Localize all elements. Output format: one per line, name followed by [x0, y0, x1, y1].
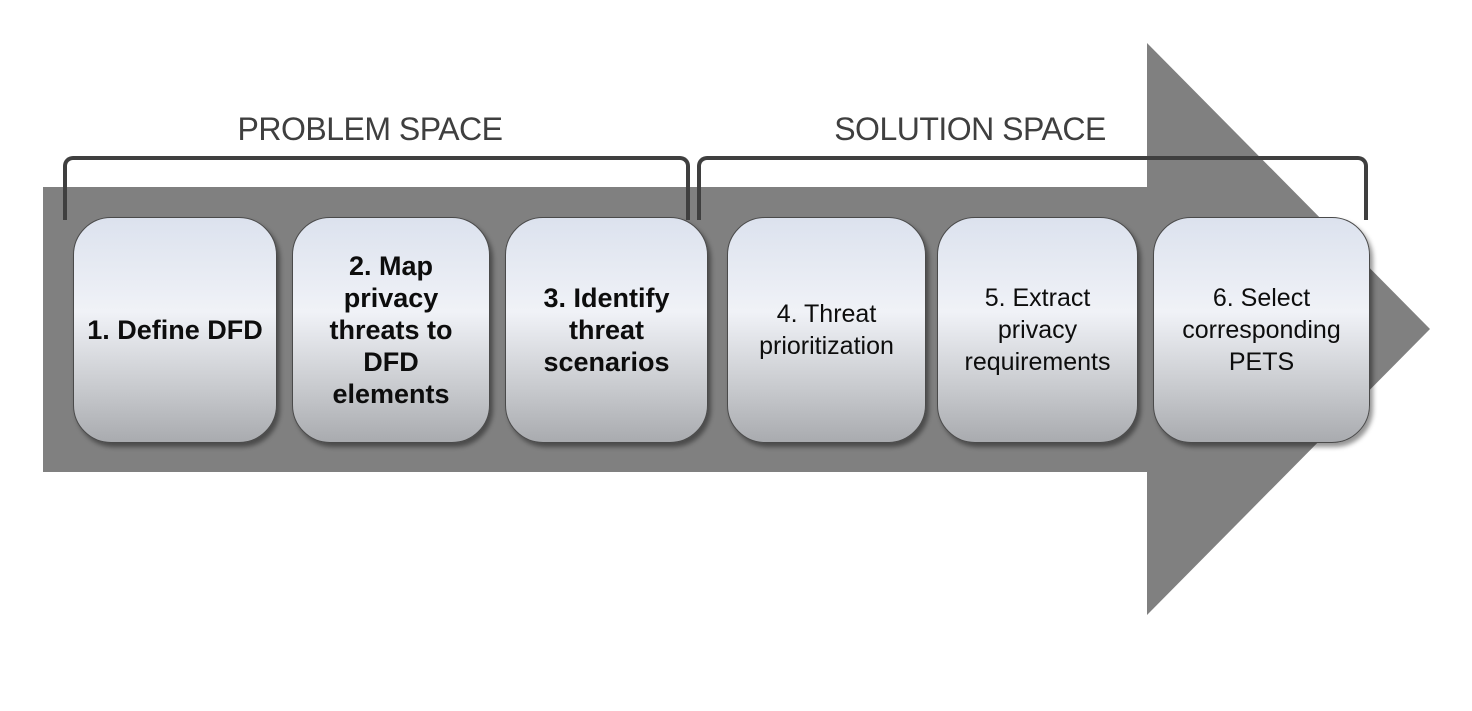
step-label-select-corresponding-pets: 6. Select corresponding PETS — [1182, 284, 1341, 376]
step-box-define-dfd: 1. Define DFD — [73, 217, 277, 443]
step-box-map-privacy-threats: 2. Map privacy threats to DFD elements — [292, 217, 490, 443]
step-label-define-dfd: 1. Define DFD — [87, 315, 263, 345]
problem-space-label: PROBLEM SPACE — [237, 111, 503, 147]
step-box-threat-prioritization: 4. Threat prioritization — [727, 217, 926, 443]
step-label-extract-privacy-requirements: 5. Extract privacy requirements — [964, 284, 1111, 376]
step-label-threat-prioritization: 4. Threat prioritization — [759, 300, 894, 360]
solution-space-label: SOLUTION SPACE — [834, 111, 1106, 147]
step-label-map-privacy-threats: 2. Map privacy threats to DFD elements — [329, 251, 453, 409]
solution-space-bracket — [697, 156, 1368, 220]
step-box-select-corresponding-pets: 6. Select corresponding PETS — [1153, 217, 1370, 443]
problem-space-bracket — [63, 156, 690, 220]
step-box-extract-privacy-requirements: 5. Extract privacy requirements — [937, 217, 1138, 443]
step-box-identify-threat-scenarios: 3. Identify threat scenarios — [505, 217, 708, 443]
step-label-identify-threat-scenarios: 3. Identify threat scenarios — [543, 283, 670, 377]
